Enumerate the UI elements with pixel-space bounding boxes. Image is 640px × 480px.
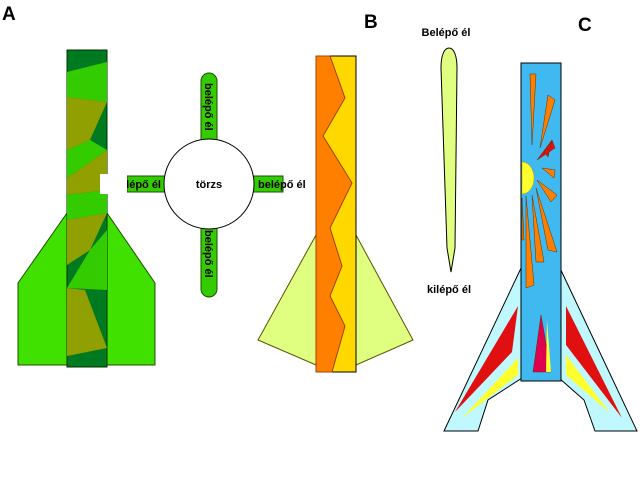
rocket-a-stripe-4 (67, 150, 107, 195)
airfoil-shape (440, 47, 458, 273)
fin-top-label: belépő él (202, 83, 214, 131)
rocket-c-body-triangle-edge (546, 320, 551, 372)
rocket-a-stripe-8 (67, 288, 107, 356)
panel-label-b: B (364, 12, 378, 33)
rocket-a-stripe-5 (67, 190, 107, 220)
rocket-a-stripe-2 (67, 97, 107, 150)
rocket-a-stripe-7 (67, 230, 107, 290)
rocket-a-stripe-6 (67, 213, 107, 265)
leading-edge-label: Belépő él (422, 27, 471, 39)
rocket-c-fin-right-yellow (566, 355, 610, 413)
fuselage-label: törzs (196, 179, 222, 191)
sun-ray-4 (541, 167, 556, 179)
rocket-b (257, 55, 414, 373)
fin-bottom-label: belépő él (202, 230, 214, 278)
rocket-c-fin-right-red (566, 306, 622, 418)
rocket-a-stripe-3 (67, 140, 107, 178)
panel-label-a: A (2, 4, 16, 25)
cross-section: belépő él belépő él belépő él belépő él … (100, 72, 306, 298)
fuselage-circle (163, 138, 255, 230)
sun-ray-1 (529, 73, 537, 146)
trailing-edge-label: kilépő él (427, 284, 471, 296)
sun-ray-2 (539, 94, 556, 149)
rocket-c-fin-left-yellow (462, 358, 518, 418)
sun-ray-6 (535, 187, 558, 253)
rocket-a-stripe-1 (67, 62, 107, 102)
airfoil: Belépő él kilépő él (422, 27, 471, 296)
sun-ray-10 (543, 139, 553, 158)
rocket-a (17, 49, 156, 368)
sun-ray-7 (531, 194, 545, 263)
sun-ray-8 (525, 195, 535, 289)
fin-right-label: belépő él (258, 179, 306, 191)
rocket-c-fin-left-red (455, 306, 518, 412)
rocket-c (443, 62, 638, 432)
rocket-b-zigzag (315, 55, 353, 373)
panel-label-c: C (578, 15, 592, 36)
left-edge-mask (100, 174, 127, 194)
sun-ray-9 (521, 197, 525, 241)
rocket-c-sun (521, 161, 535, 195)
sun-ray-5 (536, 179, 558, 203)
